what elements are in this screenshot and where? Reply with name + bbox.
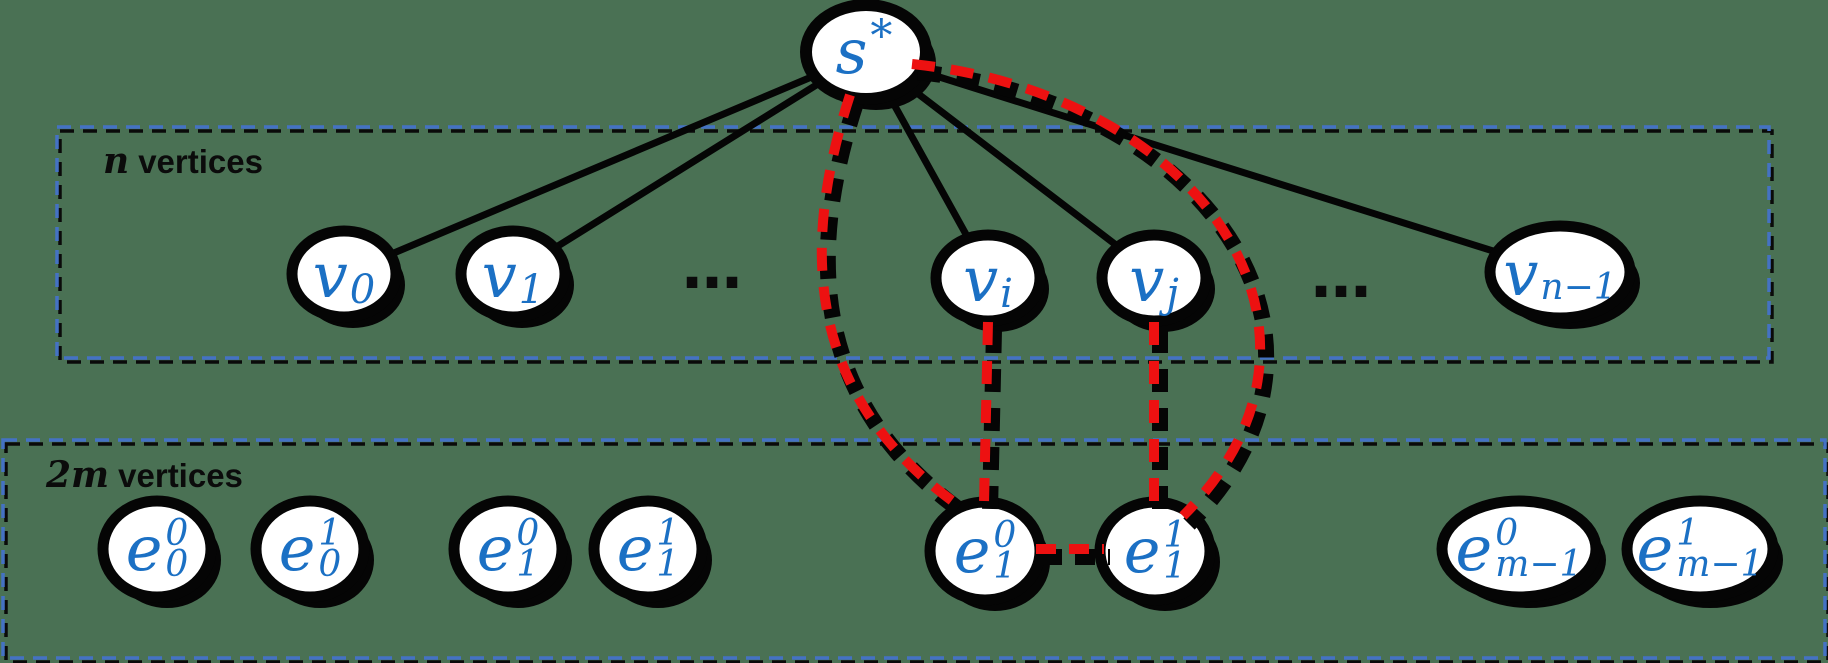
node-label-s-star: s* xyxy=(835,11,893,88)
node-v1 xyxy=(455,225,574,328)
red-edge-shadow-s-e11 xyxy=(917,64,1274,530)
node-vi xyxy=(930,229,1049,332)
node-e00 xyxy=(97,495,221,608)
2m-symbol: 2m xyxy=(46,454,110,496)
edge-s-v1 xyxy=(509,50,870,278)
red-edge-shadow-vi-e10 xyxy=(982,329,1002,512)
group-box-n-vertices xyxy=(55,125,1774,364)
edge-s-v0 xyxy=(340,50,870,278)
node-vj xyxy=(1096,229,1215,332)
vertices-word-top: vertices xyxy=(138,143,263,180)
red-edge-vi-e10 xyxy=(979,321,993,504)
group-box-2m-vertices xyxy=(1,438,1828,663)
node-em10 xyxy=(1436,495,1606,608)
label-n-vertices: n vertices xyxy=(103,140,263,182)
node-e10 xyxy=(448,495,572,608)
edge-s-vn1 xyxy=(862,50,1564,276)
node-s-star xyxy=(800,0,936,110)
nodes xyxy=(97,0,1783,611)
node-vn1 xyxy=(1484,220,1640,329)
node-v0 xyxy=(286,225,405,328)
red-edge-s-e11 xyxy=(911,59,1265,520)
red-edges xyxy=(816,59,1274,565)
red-edge-s-e10 xyxy=(816,93,965,513)
label-2m-vertices: 2m vertices xyxy=(46,454,243,496)
node-e01 xyxy=(250,495,374,608)
vertices-word-bottom: vertices xyxy=(118,457,243,494)
red-edge-shadow-s-e10 xyxy=(819,100,973,523)
node-e11 xyxy=(588,495,712,608)
node-em11 xyxy=(1621,495,1783,608)
n-symbol: n xyxy=(103,140,130,182)
